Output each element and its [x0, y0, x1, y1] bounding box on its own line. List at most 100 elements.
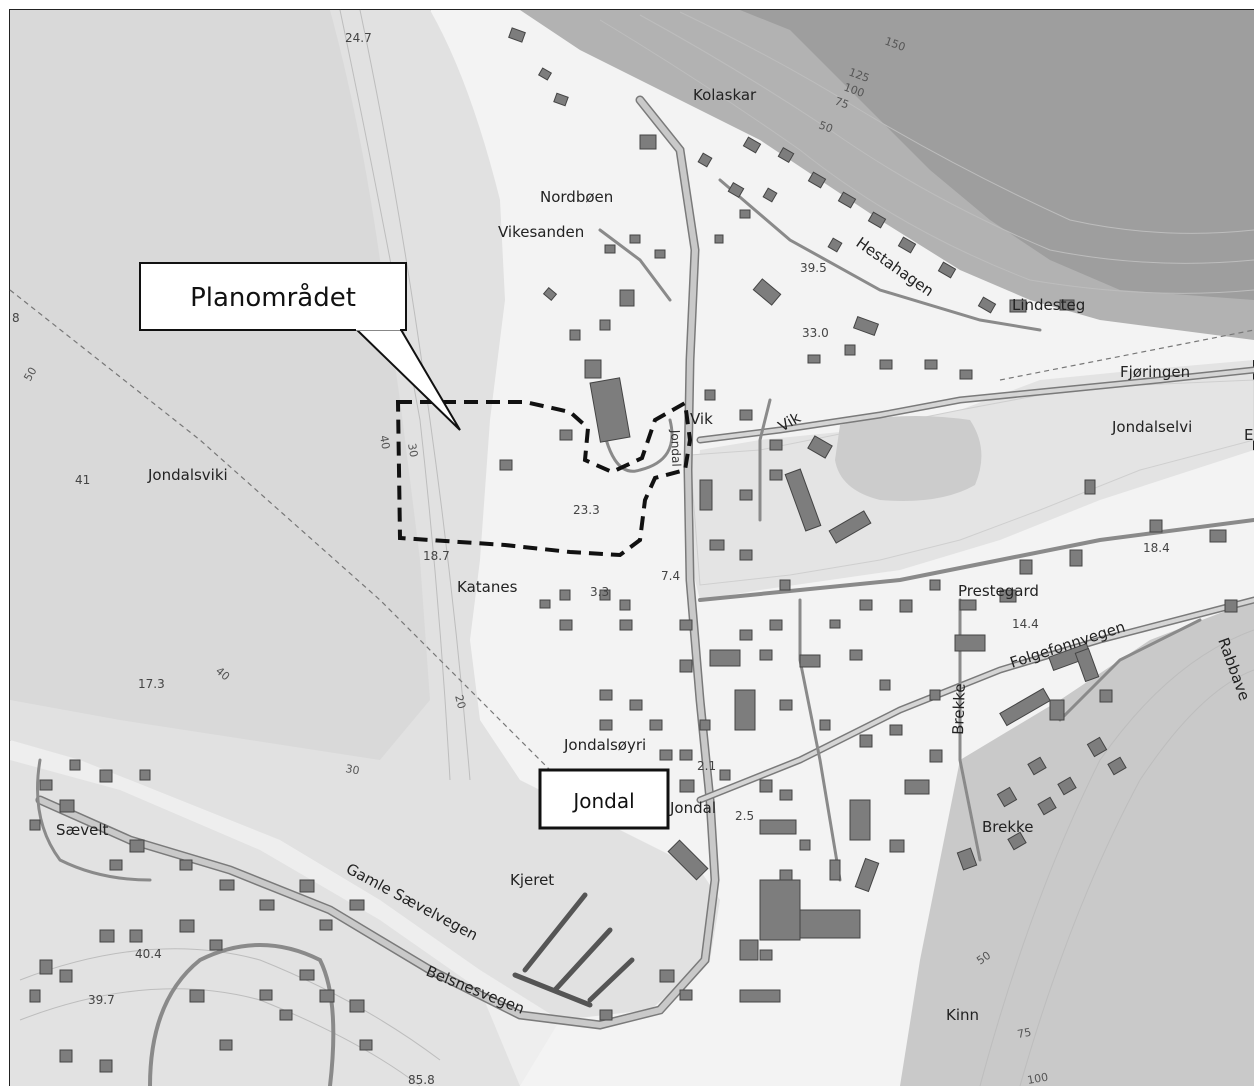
- building: [99, 1059, 113, 1073]
- building: [599, 319, 611, 331]
- spot-height: 14.4: [1012, 617, 1039, 631]
- label-saevelt: Sævelt: [56, 821, 109, 839]
- contour-label: 30: [405, 442, 420, 458]
- building: [1007, 831, 1027, 851]
- building: [759, 949, 773, 961]
- building: [629, 699, 643, 711]
- building: [654, 249, 666, 259]
- building: [829, 859, 841, 881]
- building: [709, 649, 741, 667]
- building: [849, 799, 871, 841]
- building: [59, 799, 75, 813]
- hillshade-se: [900, 600, 1254, 1086]
- building: [924, 359, 938, 370]
- contour-label: 20: [452, 693, 468, 710]
- building: [619, 289, 635, 307]
- plan-area-label: Planområdet: [190, 282, 356, 313]
- spot-heights: 24.7 39.5 33.0 23.3 18.7 7.4 3.3 18.4 14…: [12, 31, 1170, 1086]
- building: [599, 719, 613, 731]
- building: [837, 191, 857, 209]
- spot-height: 24.7: [345, 31, 372, 45]
- spot-height: 7.4: [661, 569, 680, 583]
- building: [649, 719, 663, 731]
- contour-label: 40: [377, 434, 392, 450]
- building: [937, 261, 957, 279]
- building: [844, 344, 856, 356]
- contour-label: 100: [1026, 1071, 1049, 1086]
- label-e-edge: E: [1244, 426, 1253, 444]
- building: [537, 67, 553, 81]
- building: [807, 354, 821, 364]
- building: [319, 919, 333, 931]
- spot-height: 39.5: [800, 261, 827, 275]
- building: [784, 468, 822, 532]
- spot-height: 41: [75, 473, 90, 487]
- building: [1057, 776, 1077, 796]
- building: [189, 989, 205, 1003]
- plan-area-callout: Planområdet: [139, 262, 461, 431]
- building: [39, 959, 53, 975]
- building: [1084, 479, 1096, 495]
- label-jondalselvi: Jondalselvi: [1111, 418, 1192, 436]
- building: [542, 287, 558, 301]
- building: [739, 209, 751, 219]
- building: [739, 489, 753, 501]
- building: [769, 619, 783, 631]
- spot-height: 40.4: [135, 947, 162, 961]
- label-vikesanden: Vikesanden: [498, 223, 584, 241]
- building: [659, 749, 673, 761]
- building: [828, 510, 872, 544]
- building: [599, 589, 611, 601]
- building: [889, 839, 905, 853]
- building: [1059, 299, 1075, 311]
- building: [769, 469, 783, 481]
- building: [539, 599, 551, 609]
- building: [996, 786, 1018, 808]
- spot-height: 85.8: [408, 1073, 435, 1086]
- label-katanes: Katanes: [457, 578, 518, 596]
- label-brekke-road: Brekke: [949, 683, 969, 735]
- building: [829, 619, 841, 629]
- building: [959, 369, 973, 380]
- building: [679, 989, 693, 1001]
- building: [954, 634, 986, 652]
- building: [179, 919, 195, 933]
- building: [759, 879, 801, 941]
- building: [553, 92, 569, 107]
- building: [1049, 699, 1065, 721]
- building: [859, 734, 873, 748]
- building: [349, 899, 365, 911]
- building: [584, 359, 602, 379]
- building: [739, 939, 759, 961]
- fjord-deep: [10, 10, 430, 760]
- building: [679, 659, 693, 673]
- building: [129, 839, 145, 853]
- building: [714, 234, 724, 244]
- building: [867, 211, 887, 229]
- building: [727, 181, 745, 199]
- building: [739, 409, 753, 421]
- building: [779, 699, 793, 711]
- building: [1019, 559, 1033, 575]
- building: [679, 779, 695, 793]
- building: [899, 599, 913, 613]
- building: [59, 1049, 73, 1063]
- building: [359, 1039, 373, 1051]
- building: [799, 909, 861, 939]
- building: [779, 789, 793, 801]
- building: [639, 134, 657, 150]
- building: [999, 687, 1051, 727]
- building: [599, 1009, 613, 1021]
- label-jondal-town: Jondal: [669, 799, 716, 817]
- building: [604, 244, 616, 254]
- label-lindesteg: Lindesteg: [1012, 296, 1085, 314]
- building: [679, 619, 693, 631]
- building: [219, 879, 235, 891]
- building: [349, 999, 365, 1013]
- building: [799, 839, 811, 851]
- building: [807, 435, 833, 459]
- building: [779, 579, 791, 591]
- label-kinn: Kinn: [946, 1006, 979, 1024]
